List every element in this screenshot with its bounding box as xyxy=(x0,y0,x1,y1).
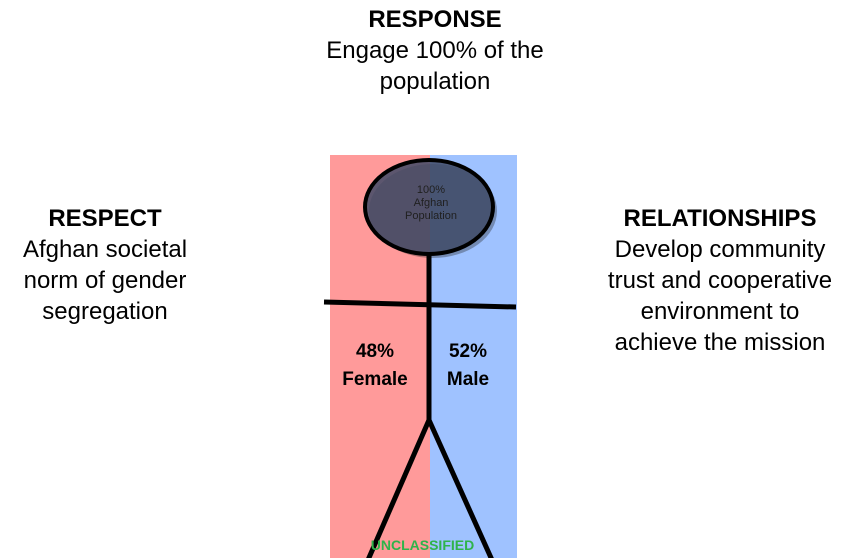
male-percent: 52% xyxy=(448,341,488,362)
relationships-text-line-2: trust and cooperative xyxy=(607,267,833,294)
respect-block: RESPECT Afghan societal norm of gender s… xyxy=(0,203,210,327)
head-label-line-2: Afghan xyxy=(413,197,449,209)
respect-text-line-1: Afghan societal xyxy=(22,236,188,263)
figure-right-leg xyxy=(426,418,494,558)
relationships-heading: RELATIONSHIPS xyxy=(623,205,817,232)
figure-left-leg xyxy=(366,419,432,558)
relationships-block: RELATIONSHIPS Develop community trust an… xyxy=(572,203,868,358)
relationships-text-line-3: environment to xyxy=(640,298,800,325)
male-share-label: 52% Male xyxy=(423,338,513,394)
female-label: Female xyxy=(342,369,408,390)
relationships-text-line-4: achieve the mission xyxy=(614,329,826,356)
male-label: Male xyxy=(446,369,490,390)
response-block: RESPONSE Engage 100% of the population xyxy=(230,4,640,97)
head-label-line-1: 100% xyxy=(416,184,446,196)
female-share-label: 48% Female xyxy=(330,338,420,394)
response-text-line-1: Engage 100% of the xyxy=(326,37,544,64)
figure-head-label: 100% Afghan Population xyxy=(383,184,479,223)
respect-text-line-2: norm of gender xyxy=(23,267,187,294)
classification-footer: UNCLASSIFIED xyxy=(370,537,475,553)
respect-heading: RESPECT xyxy=(48,205,162,232)
relationships-text-line-1: Develop community xyxy=(614,236,826,263)
head-label-line-3: Population xyxy=(405,210,457,222)
figure-arms xyxy=(323,299,517,310)
response-text-line-2: population xyxy=(379,68,491,95)
respect-text-line-3: segregation xyxy=(42,298,168,325)
response-heading: RESPONSE xyxy=(368,6,502,33)
female-percent: 48% xyxy=(355,341,395,362)
